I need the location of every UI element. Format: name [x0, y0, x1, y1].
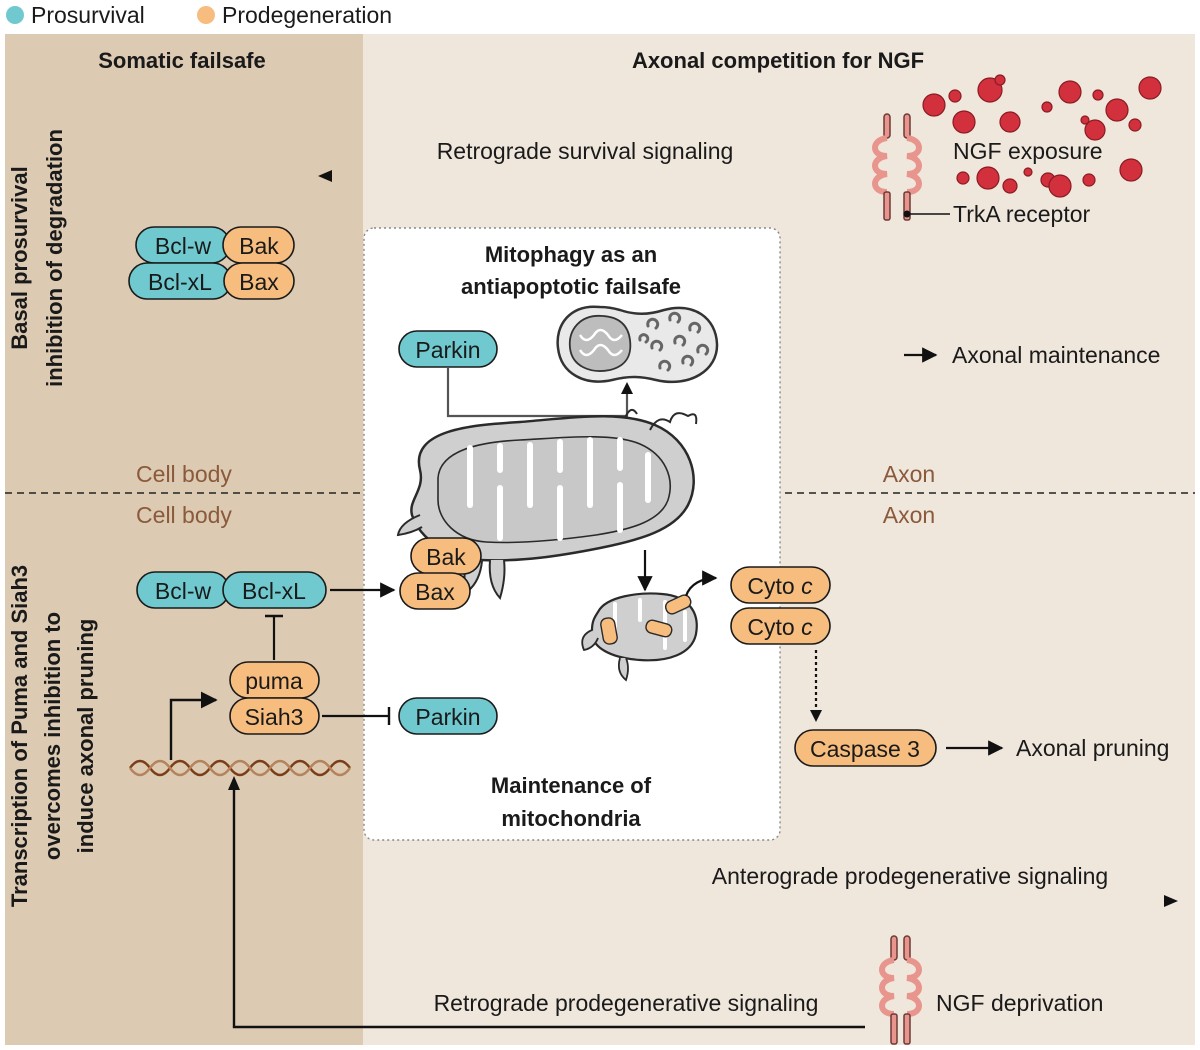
parkin-bottom-pill: [398, 697, 498, 735]
bax-mid-label: Bax: [415, 579, 455, 605]
side-label-top: Basal prosurvival inhibition of degradat…: [7, 129, 67, 387]
bax-top-pill: [223, 262, 295, 300]
cyto-to-caspase-arrowhead: [810, 710, 822, 722]
siah3-label: Siah3: [245, 704, 304, 730]
side-label-bottom-line1: Transcription of Puma and Siah3: [7, 565, 32, 907]
side-label-top-line1: Basal prosurvival: [7, 166, 32, 349]
bak-top-label: Bak: [239, 233, 279, 259]
bclxl-top-label: Bcl-xL: [148, 269, 212, 295]
cyto-c-1-text: Cyto: [747, 573, 794, 599]
trka-receptor-top: [872, 113, 922, 221]
legend: Prosurvival Prodegeneration: [6, 2, 392, 28]
trka-receptor-bottom: [879, 935, 922, 1045]
retrograde-prodegen-path: [232, 784, 865, 1029]
axonal-maintenance-label: Axonal maintenance: [952, 342, 1160, 368]
parkin-bottom-label: Parkin: [415, 704, 480, 730]
bclw-top-label: Bcl-w: [155, 233, 212, 259]
damaged-to-cyto-arrow: [684, 570, 718, 597]
bax-top-label: Bax: [239, 269, 279, 295]
cyto-c-1-italic: c: [801, 573, 813, 599]
right-panel-title: Axonal competition for NGF: [632, 48, 924, 73]
transcription-arrow: [169, 691, 218, 760]
legend-prosurvival-label: Prosurvival: [31, 2, 145, 28]
cell-body-label-bottom: Cell body: [136, 502, 232, 528]
trka-receptor-label: TrkA receptor: [953, 201, 1091, 227]
cyto-c-2-italic: c: [801, 614, 813, 640]
damaged-mitochondrion-icon: [581, 592, 698, 682]
parkin-top-label: Parkin: [415, 337, 480, 363]
legend-prodegeneration-label: Prodegeneration: [222, 2, 392, 28]
cyto-c-2-text: Cyto: [747, 614, 794, 640]
bax-mid-pill: [399, 572, 471, 610]
retrograde-prodegen-label: Retrograde prodegenerative signaling: [434, 990, 819, 1016]
maintenance-line1: Maintenance of: [491, 773, 652, 798]
anterograde-arrowhead: [1164, 895, 1178, 907]
parkin-to-autophagosome-path: [446, 368, 629, 418]
maintenance-line2: mitochondria: [501, 806, 641, 831]
autophagosome-icon: [556, 305, 719, 384]
cyto-c-1-label: Cyto c: [747, 573, 813, 599]
left-panel-title: Somatic failsafe: [98, 48, 266, 73]
legend-prosurvival-swatch: [6, 6, 24, 24]
bclw-bottom-label: Bcl-w: [155, 578, 212, 604]
cell-body-label-top: Cell body: [136, 461, 232, 487]
axon-label-bottom: Axon: [883, 502, 935, 528]
caspase3-pill: [794, 729, 937, 767]
caspase3-label: Caspase 3: [810, 736, 920, 762]
dna-icon: [129, 759, 351, 777]
parkin-arrowhead: [621, 382, 633, 394]
mitochondrion-icon: [396, 408, 698, 600]
cyto-c-2-pill: [730, 607, 831, 645]
legend-prodegeneration-swatch: [197, 6, 215, 24]
side-label-bottom-line3: induce axonal pruning: [73, 619, 98, 854]
side-label-bottom: Transcription of Puma and Siah3 overcome…: [7, 565, 98, 907]
siah3-pill: [229, 697, 320, 735]
ngf-particles: [922, 74, 1162, 198]
side-label-bottom-line2: overcomes inhibition to: [40, 612, 65, 860]
mitophagy-title-line1: Mitophagy as an: [485, 242, 657, 267]
cyto-c-1-pill: [730, 566, 831, 604]
anterograde-label: Anterograde prodegenerative signaling: [712, 863, 1108, 889]
axon-label-top: Axon: [883, 461, 935, 487]
parkin-top-pill: [398, 330, 498, 368]
puma-label: puma: [245, 668, 303, 694]
retrograde-prodegen-arrowhead: [228, 776, 240, 790]
bcl-complex-top: Bcl-w Bak Bcl-xL Bax: [128, 226, 295, 300]
mitophagy-title-line2: antiapoptotic failsafe: [461, 274, 681, 299]
left-panel: [5, 34, 363, 1045]
axonal-pruning-label: Axonal pruning: [1016, 735, 1169, 761]
ngf-deprivation-label: NGF deprivation: [936, 990, 1103, 1016]
bak-mid-label: Bak: [426, 544, 466, 570]
cyto-c-2-label: Cyto c: [747, 614, 813, 640]
retrograde-survival-label: Retrograde survival signaling: [437, 138, 734, 164]
ngf-exposure-label: NGF exposure: [953, 138, 1103, 164]
retrograde-survival-arrowhead: [318, 170, 332, 182]
side-label-top-line2: inhibition of degradation: [42, 129, 67, 387]
bclxl-bottom-label: Bcl-xL: [242, 578, 306, 604]
bclxl-bottom-pill: [222, 571, 327, 609]
